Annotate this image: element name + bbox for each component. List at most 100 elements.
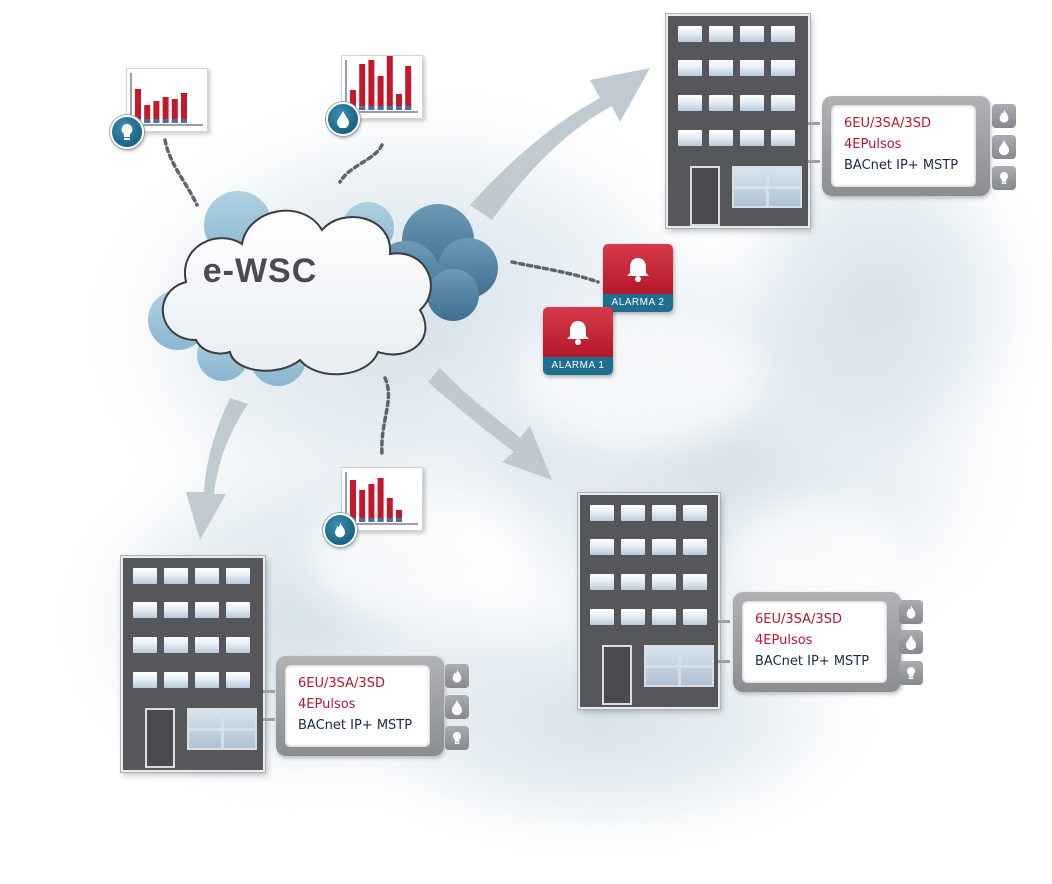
- device-io-spec: 6EU/3SA/3SD: [298, 676, 385, 691]
- building-window: [590, 505, 614, 521]
- water-drop-icon: [905, 635, 917, 650]
- building-window: [226, 672, 250, 688]
- chart-bar: [377, 76, 384, 110]
- device-pulse-spec: 4EPulsos: [298, 697, 356, 712]
- chart-bar: [396, 510, 402, 522]
- building-window: [226, 637, 250, 653]
- device-io-spec: 6EU/3SA/3SD: [755, 612, 842, 627]
- chart-bar-base: [171, 119, 178, 123]
- water-button[interactable]: [992, 135, 1016, 159]
- alarm-label: ALARMA 1: [543, 357, 613, 375]
- dotted-link-chart-2: [338, 143, 384, 184]
- water-button[interactable]: [445, 695, 469, 719]
- flame-button[interactable]: [992, 104, 1016, 128]
- building-left: [121, 556, 265, 772]
- building-door: [145, 708, 175, 768]
- chart-bar: [181, 93, 187, 123]
- arrow-to-building-right: [428, 368, 552, 480]
- building-window: [771, 60, 795, 76]
- building-window: [709, 60, 733, 76]
- chart-bar: [377, 478, 384, 522]
- controller-device-left[interactable]: 6EU/3SA/3SD 4EPulsos BACnet IP+ MSTP: [276, 656, 444, 756]
- flame-icon: [452, 669, 462, 683]
- flame-icon: [323, 513, 357, 547]
- building-window: [683, 505, 707, 521]
- flame-button[interactable]: [899, 600, 923, 624]
- building-window: [652, 609, 676, 625]
- device-connector: [263, 690, 275, 693]
- device-connector: [263, 718, 275, 721]
- device-protocol: BACnet IP+ MSTP: [298, 718, 413, 733]
- chart-bar-base: [144, 119, 151, 123]
- building-window: [621, 505, 645, 521]
- device-screen: 6EU/3SA/3SD 4EPulsos BACnet IP+ MSTP: [831, 105, 976, 187]
- alarm-badge-1[interactable]: ALARMA 1: [543, 307, 613, 375]
- building-window: [678, 26, 702, 42]
- chart-bar-base: [386, 106, 393, 110]
- electricity-button[interactable]: [445, 726, 469, 750]
- building-window: [740, 95, 764, 111]
- device-pulse-spec: 4EPulsos: [755, 633, 813, 648]
- controller-device-top[interactable]: 6EU/3SA/3SD 4EPulsos BACnet IP+ MSTP: [822, 96, 990, 196]
- device-io-spec: 6EU/3SA/3SD: [844, 116, 931, 131]
- alarm-label: ALARMA 2: [603, 294, 673, 312]
- building-storefront: [732, 166, 802, 208]
- water-drop-icon: [998, 140, 1010, 155]
- electricity-button[interactable]: [899, 661, 923, 685]
- building-window: [590, 539, 614, 555]
- bar-chart: [345, 472, 418, 525]
- building-window: [133, 568, 157, 584]
- building-window: [226, 602, 250, 618]
- device-pulse-spec: 4EPulsos: [844, 137, 902, 152]
- water-drop-icon: [326, 102, 360, 136]
- alarm-badge-2[interactable]: ALARMA 2: [603, 244, 673, 312]
- device-connector: [718, 620, 730, 623]
- building-window: [678, 130, 702, 146]
- building-window: [195, 672, 219, 688]
- building-window: [652, 505, 676, 521]
- flame-button[interactable]: [445, 664, 469, 688]
- building-window: [652, 539, 676, 555]
- chart-bar: [350, 90, 356, 110]
- building-window: [621, 539, 645, 555]
- chart-bar-base: [359, 106, 366, 110]
- device-connector: [718, 660, 730, 663]
- chart-bar: [350, 480, 356, 522]
- chart-bar-base: [368, 518, 375, 522]
- building-window: [164, 602, 188, 618]
- building-window: [683, 574, 707, 590]
- chart-bar-base: [396, 518, 402, 522]
- bulb-icon: [999, 172, 1009, 184]
- alarm-bell: [543, 307, 613, 357]
- building-window: [709, 26, 733, 42]
- chart-bar: [153, 101, 160, 123]
- controller-device-right[interactable]: 6EU/3SA/3SD 4EPulsos BACnet IP+ MSTP: [733, 592, 901, 692]
- building-door: [602, 645, 632, 705]
- building-window: [133, 637, 157, 653]
- building-window: [740, 26, 764, 42]
- building-window: [590, 574, 614, 590]
- chart-bar-base: [405, 106, 412, 110]
- building-storefront: [187, 708, 257, 750]
- water-button[interactable]: [899, 630, 923, 654]
- building-window: [652, 574, 676, 590]
- chart-bar: [162, 97, 169, 123]
- flame-icon: [999, 109, 1009, 123]
- bulb-icon: [906, 667, 916, 679]
- chart-bar: [386, 56, 393, 110]
- building-door: [690, 166, 720, 226]
- chart-bar: [386, 498, 393, 522]
- building-window: [621, 574, 645, 590]
- platform-name: e-WSC: [202, 252, 318, 290]
- electricity-button[interactable]: [992, 166, 1016, 190]
- dotted-link-chart-3: [380, 376, 391, 457]
- building-window: [164, 568, 188, 584]
- arrow-to-building-top: [470, 68, 650, 220]
- e-wsc-cloud: [148, 191, 498, 386]
- device-connector: [808, 122, 820, 125]
- chart-bar: [135, 89, 141, 123]
- building-window: [164, 637, 188, 653]
- chart-bar: [396, 94, 402, 110]
- dotted-link-chart-1: [163, 138, 199, 207]
- chart-bar-base: [377, 106, 384, 110]
